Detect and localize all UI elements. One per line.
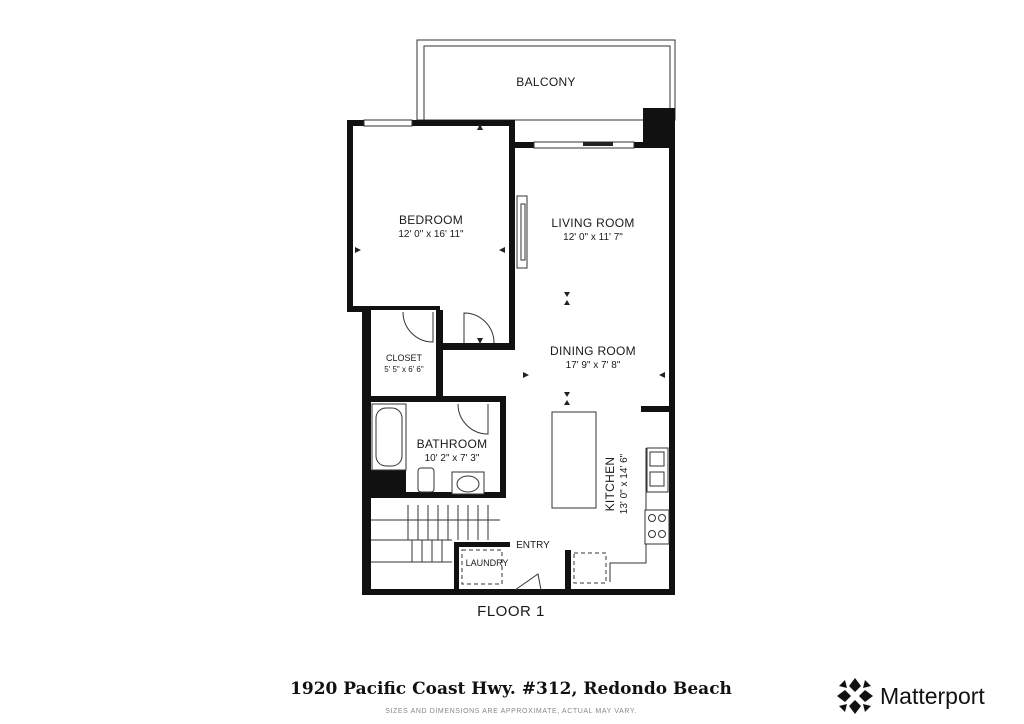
living-room-label: LIVING ROOM xyxy=(551,216,634,230)
closet-label: CLOSET xyxy=(386,353,423,363)
living-room-dims: 12' 0" x 11' 7" xyxy=(563,232,623,243)
kitchen-label: KITCHEN xyxy=(603,457,617,512)
windows xyxy=(363,119,635,269)
laundry-label: LAUNDRY xyxy=(466,558,509,568)
matterport-logo-icon xyxy=(837,678,873,714)
balcony-label: BALCONY xyxy=(516,75,575,89)
balcony-outline xyxy=(416,39,676,121)
brand-name: Matterport xyxy=(880,683,985,709)
bathroom-label: BATHROOM xyxy=(417,437,488,451)
fixtures xyxy=(371,403,670,585)
kitchen-dims: 13' 0" x 14' 6" xyxy=(619,453,630,514)
disclaimer-text: SIZES AND DIMENSIONS ARE APPROXIMATE, AC… xyxy=(385,708,637,715)
bedroom-label: BEDROOM xyxy=(399,213,463,227)
floor-label: FLOOR 1 xyxy=(477,603,545,620)
doors xyxy=(402,311,542,591)
bedroom-dims: 12' 0" x 16' 11" xyxy=(398,229,464,240)
bathroom-dims: 10' 2" x 7' 3" xyxy=(425,453,480,464)
address-line: 1920 Pacific Coast Hwy. #312, Redondo Be… xyxy=(290,679,732,699)
dining-room-label: DINING ROOM xyxy=(550,344,636,358)
dining-room-dims: 17' 9" x 7' 8" xyxy=(566,360,621,371)
entry-label: ENTRY xyxy=(516,540,550,551)
measure-markers xyxy=(355,124,665,405)
closet-dims: 5' 5" x 6' 6" xyxy=(384,365,424,374)
